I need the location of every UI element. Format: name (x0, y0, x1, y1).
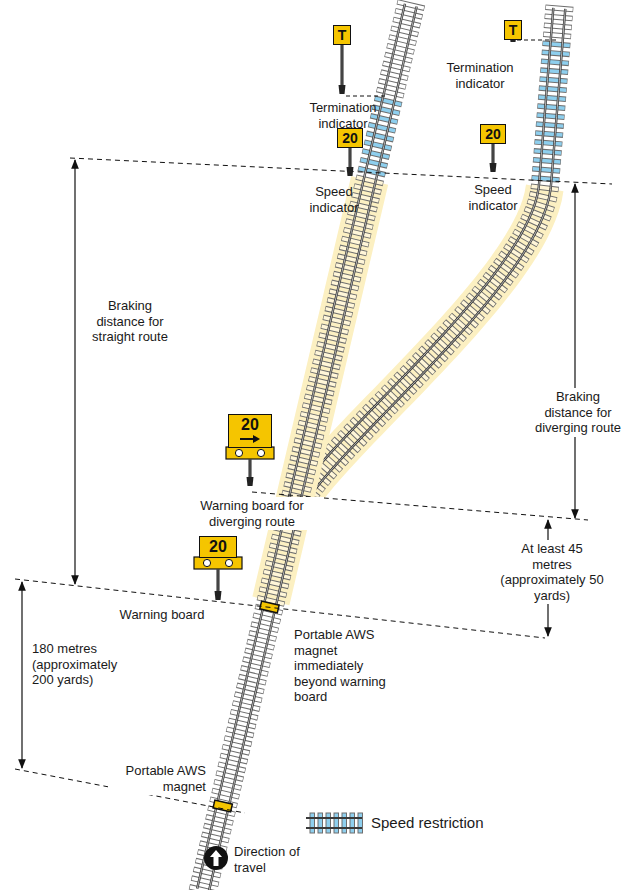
rail-highlight (197, 4, 405, 889)
rail (209, 6, 417, 890)
warning-zone-band (271, 180, 370, 601)
sign-value: T (509, 22, 518, 38)
board-lamp-bar (194, 557, 242, 569)
post-base (247, 477, 254, 486)
callout-label: Speed indicator (456, 182, 530, 213)
post-base (339, 85, 346, 94)
legend-label: Speed restriction (371, 814, 484, 831)
indicator-sign: T (333, 25, 352, 45)
dimension-label: Braking distance for diverging route (533, 388, 623, 437)
leader-line (346, 96, 388, 97)
sign-value: T (338, 27, 347, 43)
warning-board: 20 (228, 414, 272, 448)
callout-label: Warning board for diverging route (180, 497, 324, 530)
sign-value: 20 (342, 130, 358, 146)
sleepers (276, 7, 573, 523)
direction-symbol (204, 846, 228, 870)
warning-zone-band (290, 188, 545, 520)
callout-label: Portable AWS magnet immediately beyond w… (292, 626, 408, 706)
dimension-arrow (574, 184, 575, 518)
rail-highlight (296, 9, 565, 522)
sign-value: 20 (485, 126, 501, 142)
dashed-line (70, 158, 612, 184)
rail-highlight (209, 6, 417, 890)
board-lamp-bar (226, 447, 274, 459)
post-base (215, 591, 222, 600)
sign-value: 20 (209, 538, 227, 556)
indicator-sign: 20 (337, 128, 363, 148)
legend-swatch (305, 811, 363, 835)
dimension-arrow (21, 582, 22, 768)
dimension-label: At least 45 metres (approximately 50 yar… (498, 540, 606, 604)
rail (296, 9, 565, 522)
leader-line (517, 40, 556, 41)
board-lamp (235, 449, 242, 456)
post-base (490, 163, 497, 172)
indicator-sign: T (504, 20, 523, 40)
board-lamp (257, 449, 264, 456)
dimension-arrow (74, 160, 75, 584)
indicator-sign: 20 (480, 124, 506, 144)
dimension-label: 180 metres (approximately 200 yards) (30, 640, 138, 689)
dimension-label: Braking distance for straight route (82, 298, 178, 345)
dimension-lines (15, 40, 612, 813)
board-lamp (203, 559, 210, 566)
callout-label: Portable AWS magnet (108, 762, 208, 795)
post-base (347, 167, 354, 176)
direction-arrow (238, 434, 262, 444)
dashed-line (15, 579, 545, 638)
callout-label: Termination indicator (300, 100, 386, 131)
track-layer (189, 2, 573, 890)
callout-label: Speed indicator (298, 184, 370, 215)
callout-label: Direction of travel (234, 844, 306, 875)
callout-label: Termination indicator (437, 60, 523, 91)
callout-label: Warning board (108, 606, 216, 624)
sleepers (189, 2, 424, 890)
rail (197, 4, 405, 889)
board-lamp (225, 559, 232, 566)
sign-value: 20 (238, 416, 262, 434)
warning-board: 20 (199, 536, 237, 558)
